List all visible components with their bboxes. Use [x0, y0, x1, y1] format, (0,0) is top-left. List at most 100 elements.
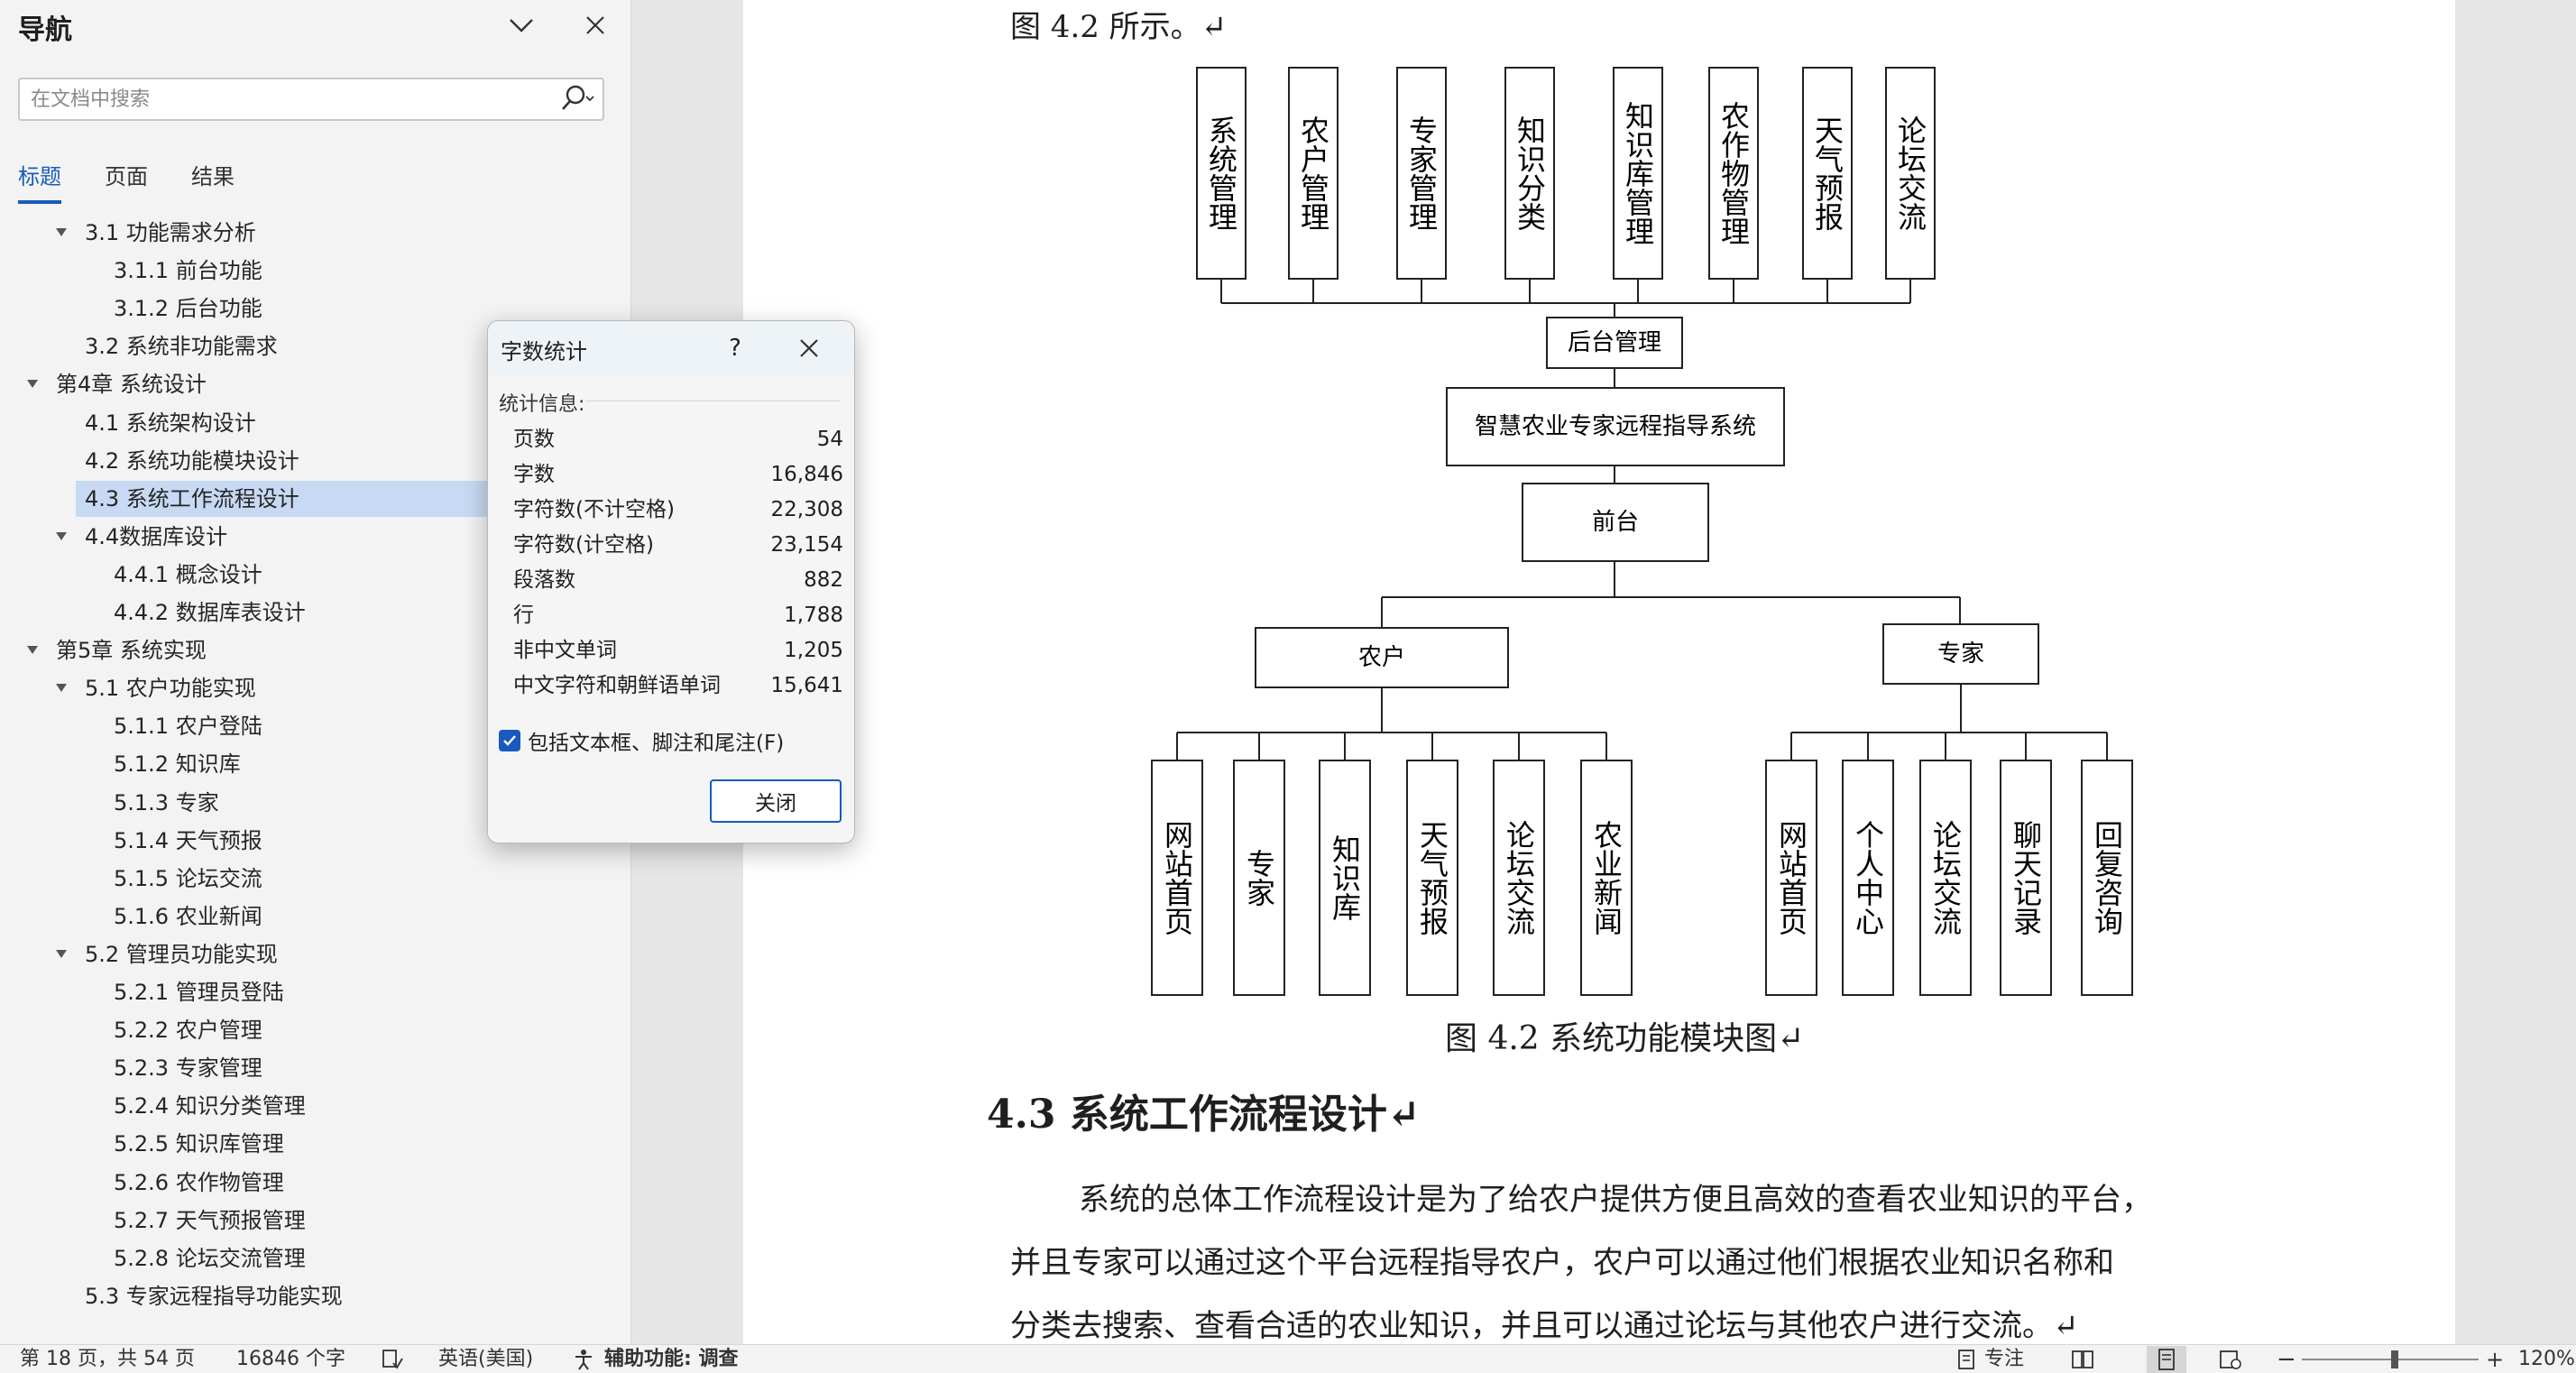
- zoom-level[interactable]: 120%: [2518, 1348, 2575, 1370]
- collapse-caret-icon[interactable]: [56, 531, 67, 540]
- help-button[interactable]: ?: [729, 335, 741, 362]
- nav-heading-label: 5.1.1 农户登陆: [114, 714, 262, 740]
- figure-caption: 图 4.2 系统功能模块图↵: [1445, 1020, 1805, 1057]
- page-indicator[interactable]: 第 18 页，共 54 页: [20, 1348, 195, 1370]
- tab-results[interactable]: 结果: [191, 164, 235, 189]
- close-button[interactable]: 关闭: [710, 779, 842, 823]
- admin-module-label: 农户管理: [1296, 115, 1330, 231]
- admin-module-box: [1396, 67, 1447, 280]
- collapse-caret-icon[interactable]: [27, 646, 38, 655]
- nav-heading-item[interactable]: 4.4.1 概念设计: [0, 557, 631, 593]
- nav-heading-item[interactable]: 5.2.6 农作物管理: [0, 1165, 631, 1201]
- collapse-caret-icon[interactable]: [27, 380, 38, 389]
- nav-heading-item[interactable]: 第4章 系统设计: [0, 366, 631, 402]
- nav-heading-item[interactable]: 5.2.8 论坛交流管理: [0, 1240, 631, 1276]
- nav-heading-item[interactable]: 5.2 管理员功能实现: [0, 936, 631, 972]
- accessibility-indicator[interactable]: 辅助功能: 调查: [604, 1348, 739, 1370]
- nav-heading-label: 5.1.5 论坛交流: [114, 865, 262, 891]
- nav-heading-item[interactable]: 5.3 专家远程指导功能实现: [0, 1278, 631, 1314]
- nav-heading-item[interactable]: 5.2.5 知识库管理: [0, 1126, 631, 1162]
- nav-heading-item[interactable]: 5.2.3 专家管理: [0, 1050, 631, 1086]
- expert-module-label: 个人中心: [1851, 820, 1885, 935]
- stats-section-label: 统计信息:: [499, 393, 585, 416]
- nav-heading-item[interactable]: 5.2.2 农户管理: [0, 1012, 631, 1048]
- word-count-indicator[interactable]: 16846 个字: [236, 1348, 345, 1370]
- zoom-out-button[interactable]: −: [2277, 1346, 2296, 1373]
- nav-heading-label: 4.4.2 数据库表设计: [114, 600, 306, 625]
- nav-heading-item[interactable]: 5.1.4 天气预报: [0, 823, 631, 859]
- web-layout-icon[interactable]: [2219, 1348, 2242, 1371]
- nav-title: 导航: [18, 14, 72, 46]
- collapse-caret-icon[interactable]: [56, 228, 67, 236]
- nav-heading-item[interactable]: 4.4.2 数据库表设计: [0, 594, 631, 631]
- stat-value: 16,846: [770, 463, 843, 486]
- nav-heading-label: 5.1.4 天气预报: [114, 827, 262, 853]
- search-input[interactable]: [20, 81, 552, 117]
- stat-value: 23,154: [770, 533, 843, 557]
- dialog-titlebar: [488, 321, 854, 375]
- nav-heading-item[interactable]: 3.1.2 后台功能: [0, 290, 631, 327]
- include-textboxes-option[interactable]: 包括文本框、脚注和尾注(F): [499, 725, 784, 756]
- stat-value: 1,788: [784, 604, 843, 627]
- nav-heading-item[interactable]: 3.1.1 前台功能: [0, 253, 631, 289]
- nav-heading-item[interactable]: 5.1.1 农户登陆: [0, 708, 631, 744]
- stat-label: 段落数: [513, 568, 575, 592]
- tab-pages[interactable]: 页面: [105, 164, 148, 189]
- admin-module-label: 知识分类: [1513, 115, 1547, 231]
- nav-heading-item[interactable]: 第5章 系统实现: [0, 632, 631, 668]
- tab-headings[interactable]: 标题: [18, 159, 61, 204]
- farmer-node-label: 农户: [1358, 644, 1405, 671]
- zoom-slider-track[interactable]: [2302, 1359, 2479, 1360]
- nav-heading-item[interactable]: 5.1 农户功能实现: [0, 670, 631, 706]
- admin-module-label: 专家管理: [1404, 115, 1439, 231]
- expert-module-box: [2000, 760, 2052, 996]
- print-layout-icon[interactable]: [2147, 1346, 2186, 1373]
- expert-module-label: 回复咨询: [2090, 820, 2124, 935]
- nav-heading-item[interactable]: 5.1.5 论坛交流: [0, 861, 631, 897]
- proofing-icon[interactable]: [381, 1348, 404, 1371]
- nav-heading-item[interactable]: 5.1.6 农业新闻: [0, 898, 631, 935]
- nav-heading-item[interactable]: 5.1.2 知识库: [0, 746, 631, 782]
- collapse-caret-icon[interactable]: [56, 684, 67, 693]
- nav-heading-item[interactable]: 3.2 系统非功能需求: [0, 328, 631, 364]
- nav-heading-label: 5.1 农户功能实现: [85, 676, 256, 702]
- nav-heading-item[interactable]: 5.1.3 专家: [0, 785, 631, 821]
- body-paragraph-line: 并且专家可以通过这个平台远程指导农户，农户可以通过他们根据农业知识名称和: [1010, 1245, 2114, 1281]
- close-icon: [586, 16, 604, 34]
- farmer-module-label: 农业新闻: [1589, 820, 1624, 935]
- nav-heading-label: 第4章 系统设计: [56, 372, 207, 398]
- admin-module-label: 天气预报: [1810, 115, 1845, 231]
- search-button[interactable]: [552, 79, 603, 119]
- nav-heading-item[interactable]: 5.2.4 知识分类管理: [0, 1088, 631, 1124]
- nav-heading-item[interactable]: 4.2 系统功能模块设计: [0, 443, 631, 479]
- farmer-node-box: [1255, 627, 1509, 688]
- nav-heading-label: 5.2 管理员功能实现: [85, 941, 278, 967]
- nav-close-button[interactable]: [575, 5, 615, 45]
- language-indicator[interactable]: 英语(美国): [438, 1348, 534, 1370]
- nav-heading-item[interactable]: 5.2.1 管理员登陆: [0, 974, 631, 1010]
- nav-heading-label: 5.2.2 农户管理: [114, 1018, 262, 1044]
- nav-heading-label: 4.2 系统功能模块设计: [85, 447, 299, 474]
- include-textboxes-checkbox[interactable]: [499, 730, 520, 751]
- nav-heading-label: 5.2.7 天气预报管理: [114, 1207, 306, 1233]
- nav-heading-label: 5.2.3 专家管理: [114, 1055, 262, 1082]
- nav-heading-item[interactable]: 3.1 功能需求分析: [0, 215, 631, 251]
- collapse-caret-icon[interactable]: [56, 949, 67, 958]
- nav-heading-item[interactable]: 5.2.7 天气预报管理: [0, 1203, 631, 1239]
- stat-label: 字符数(计空格): [513, 533, 654, 557]
- focus-mode-button[interactable]: 专注: [1984, 1348, 2025, 1370]
- zoom-in-button[interactable]: +: [2486, 1347, 2505, 1372]
- admin-module-box: [1708, 67, 1759, 280]
- zoom-slider-thumb[interactable]: [2391, 1350, 2399, 1368]
- nav-heading-label: 第5章 系统实现: [56, 638, 207, 664]
- dialog-close-x-button[interactable]: [789, 328, 829, 368]
- nav-options-button[interactable]: [501, 5, 541, 45]
- nav-heading-item[interactable]: 4.4数据库设计: [0, 519, 631, 555]
- section-heading: 4.3 系统工作流程设计↵: [987, 1092, 1421, 1138]
- root-node-label: 智慧农业专家远程指导系统: [1475, 413, 1756, 440]
- read-mode-icon[interactable]: [2071, 1348, 2094, 1371]
- nav-heading-item[interactable]: 4.1 系统架构设计: [0, 405, 631, 441]
